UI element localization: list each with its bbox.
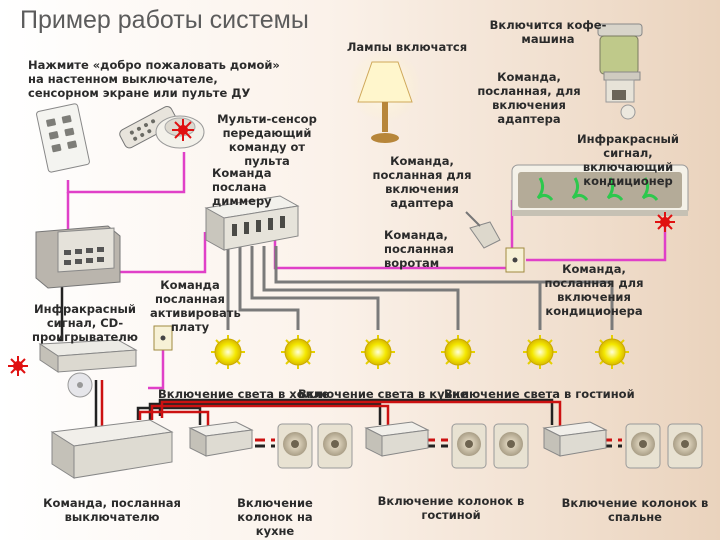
amplifier-bedroom [542, 421, 608, 457]
label-cmd-dimmer: Команда послана диммеру [212, 166, 272, 208]
wire-controller-cd [58, 280, 64, 342]
light-bulb-icon [595, 335, 629, 369]
main-controller[interactable] [35, 225, 121, 289]
coffee-machine-icon [597, 23, 643, 120]
label-speakers-living: Включение колонок в гостиной [377, 494, 525, 522]
wire-kitchen-light-2 [262, 246, 460, 330]
speakers [277, 423, 703, 469]
red-ir-flash-icon [655, 212, 675, 232]
label-speakers-bedroom: Включение колонок в спальне [561, 496, 709, 524]
label-ir-ac: Инфракрасный сигнал, включающий кондицио… [577, 132, 679, 188]
speaker-icon [493, 423, 529, 469]
wire-gate-adapter-to-ir [526, 222, 667, 262]
light-bulbs [211, 335, 629, 369]
label-cmd-switch: Команда, посланная выключателю [43, 496, 181, 524]
gray-wires [226, 246, 614, 330]
label-ir-cd: Инфракрасный сигнал, CD-проигрывателю [32, 302, 138, 344]
label-lamps-on: Лампы включатся [346, 40, 468, 54]
dimmer-module [204, 195, 300, 251]
wire-living-light-2 [540, 280, 614, 330]
wire-living-light [274, 246, 542, 330]
label-light-living: Включение света в гостиной [444, 387, 635, 401]
wall-switch-panel[interactable] [36, 103, 90, 173]
remote-control[interactable] [118, 105, 179, 150]
label-cmd-adapter-mid: Команда, посланная для включения адаптер… [372, 154, 472, 210]
label-multisensor: Мульти-сенсор передающий команду от пуль… [217, 112, 317, 168]
wire-kitchen-light [250, 246, 380, 330]
wire-amp-kitchen [136, 406, 202, 425]
amplifier-kitchen [188, 421, 254, 457]
wire-amp-bedroom [158, 398, 554, 425]
amplifier-living [364, 421, 430, 457]
label-cmd-gate: Команда, посланная воротам [384, 228, 454, 270]
adapter-socket[interactable] [153, 325, 173, 351]
wire-controller-to-dimmer [120, 232, 207, 274]
gate-adapter-device [465, 211, 501, 249]
table-lamp-icon [349, 50, 421, 143]
speaker-icon [667, 423, 703, 469]
page-title: Пример работы системы [20, 6, 309, 34]
audio-hub [50, 419, 174, 479]
label-cmd-activate: Команда посланная активировать плату [150, 278, 241, 334]
light-bulb-icon [211, 335, 245, 369]
red-ir-flash-icon [8, 356, 28, 376]
label-light-hall: Включение света в холле [158, 387, 330, 401]
label-press-switch: Нажмите «добро пожаловать домой» на наст… [28, 58, 280, 100]
air-conditioner [511, 164, 689, 216]
cd-player[interactable] [38, 339, 138, 398]
light-bulb-icon [523, 335, 557, 369]
speaker-icon [451, 423, 487, 469]
speaker-icon [277, 423, 313, 469]
label-coffee-on: Включится кофе-машина [489, 18, 607, 46]
label-speakers-kitchen: Включение колонок на кухне [237, 496, 313, 538]
label-light-kitchen: Включение света в кухне [298, 387, 468, 401]
label-cmd-adapter-top: Команда, посланная, для включения адапте… [477, 70, 581, 126]
speaker-icon [625, 423, 661, 469]
wire-switch-multisensor [66, 152, 186, 194]
red-wires [100, 380, 562, 430]
light-bulb-icon [281, 335, 315, 369]
adapter-socket[interactable] [505, 247, 525, 273]
speaker-icon [317, 423, 353, 469]
light-bulb-icon [441, 335, 475, 369]
light-bulb-icon [361, 335, 395, 369]
label-cmd-ac: Команда, посланная для включения кондици… [544, 262, 644, 318]
wire-hall-light-2 [238, 246, 300, 330]
red-ir-flash-icon [172, 119, 194, 141]
